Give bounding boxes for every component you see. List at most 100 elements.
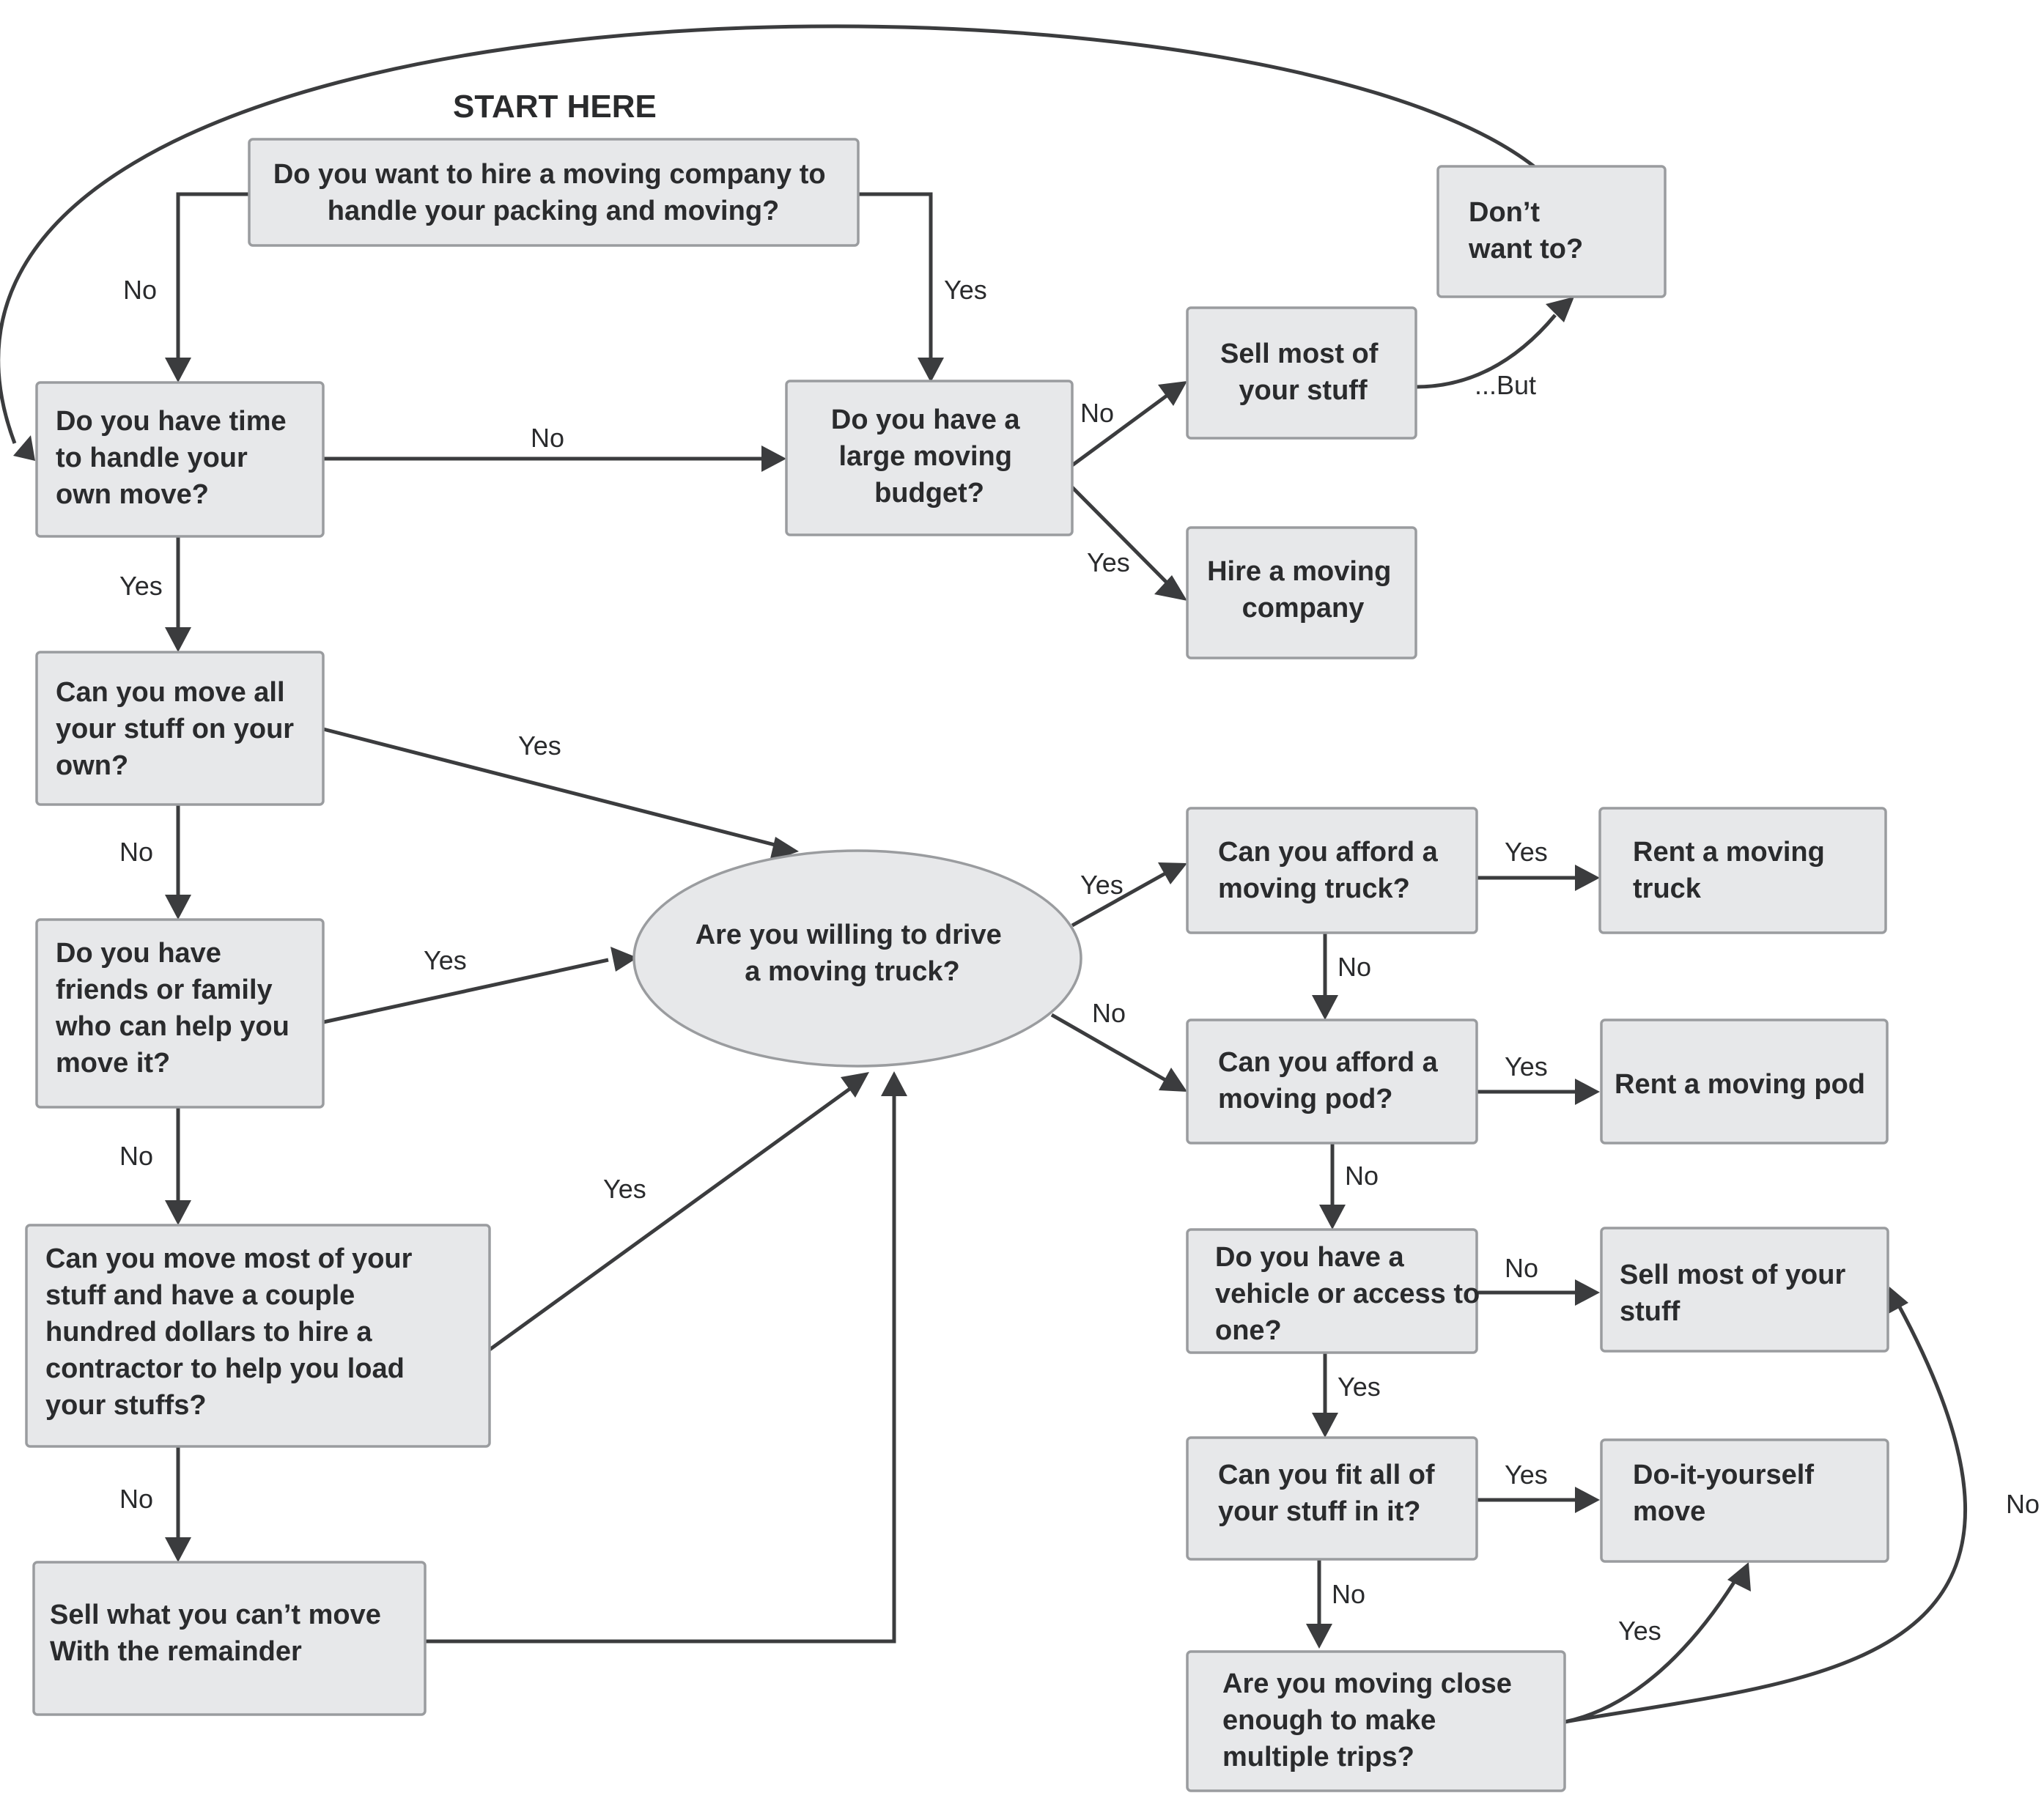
- arrowhead-budget-top: [918, 358, 944, 382]
- node-dont-want-text: Don’t want to?: [1468, 197, 1583, 265]
- label-pod-yes: Yes: [1505, 1051, 1548, 1082]
- label-sell-but: ...But: [1475, 370, 1536, 400]
- node-budget-question-text: Do you have a large moving budget?: [831, 404, 1027, 509]
- node-fit-question: [1186, 1436, 1478, 1561]
- arrowhead-sell2-right: [1886, 1287, 1908, 1315]
- node-fit-question-text: Can you fit all of your stuff in it?: [1218, 1460, 1442, 1527]
- node-move-all-question: [35, 651, 325, 806]
- node-diy-move-text: Do-it-yourself move: [1633, 1460, 1822, 1527]
- node-hire-company: [1186, 526, 1417, 659]
- label-budget-yes: Yes: [1087, 547, 1130, 577]
- label-hire-yes: Yes: [944, 275, 987, 305]
- arrowhead-diy-left: [1575, 1487, 1600, 1513]
- arrowhead-pod-top: [1312, 995, 1338, 1020]
- label-truck-no: No: [1338, 952, 1371, 982]
- node-move-most-question-text: Can you move most of your stuff and have…: [45, 1243, 420, 1421]
- arrowhead-hireco-left: [1154, 575, 1187, 601]
- node-hire-question: [248, 138, 860, 247]
- arrowhead-renttruck-left: [1575, 865, 1600, 891]
- arrowhead-rentpod-left: [1575, 1079, 1600, 1105]
- edge-budget-no: [1071, 393, 1168, 467]
- label-drive-yes: Yes: [1080, 870, 1124, 900]
- arrowhead-friends-top: [165, 895, 191, 920]
- edge-drive-yes: [1071, 871, 1167, 928]
- label-drive-no: No: [1092, 998, 1126, 1028]
- edge-most-yes: [488, 1084, 855, 1352]
- label-friends-no: No: [119, 1141, 153, 1171]
- label-fit-no: No: [1332, 1579, 1365, 1609]
- edge-close-no: [1564, 1303, 1968, 1724]
- node-hire-company-text: Hire a moving company: [1207, 556, 1399, 624]
- node-vehicle-question-text: Do you have a vehicle or access to one?: [1215, 1242, 1488, 1346]
- node-sell-most-top-text: Sell most of your stuff: [1220, 339, 1386, 406]
- label-moveall-yes: Yes: [518, 731, 561, 761]
- edge-budget-yes: [1071, 486, 1168, 584]
- start-here-label: START HERE: [453, 89, 657, 125]
- arrowhead-fit-top: [1312, 1413, 1338, 1438]
- arrowhead-close-top: [1306, 1624, 1332, 1649]
- node-time-question: [35, 381, 325, 538]
- node-friends-question-text: Do you have friends or family who can he…: [55, 938, 297, 1079]
- arrowheads: [13, 297, 1908, 1649]
- label-pod-no: No: [1345, 1161, 1379, 1191]
- node-rent-truck-text: Rent a moving truck: [1633, 837, 1832, 904]
- edge-labels: No Yes No Yes No Yes ...But Yes No Yes N…: [119, 275, 2040, 1646]
- edge-hire-no: [176, 192, 249, 359]
- label-close-yes: Yes: [1618, 1616, 1661, 1646]
- node-rent-pod-text: Rent a moving pod: [1615, 1069, 1865, 1100]
- label-hire-no: No: [123, 275, 157, 305]
- label-budget-no: No: [1080, 398, 1114, 428]
- arrowhead-diy-bottom: [1727, 1562, 1751, 1591]
- arrowhead-drive-from-most: [841, 1072, 869, 1098]
- edge-dont-loop: [0, 24, 1535, 444]
- nodes: Do you want to hire a moving company to …: [25, 138, 1889, 1792]
- node-move-all-question-text: Can you move all your stuff on your own?: [56, 677, 302, 781]
- arrowhead-time-top: [165, 358, 191, 382]
- node-budget-question: [785, 380, 1074, 536]
- label-fit-yes: Yes: [1505, 1460, 1548, 1490]
- edge-remainder: [425, 1095, 896, 1644]
- node-rent-truck: [1598, 807, 1887, 934]
- edge-close-yes: [1564, 1574, 1741, 1724]
- label-close-no: No: [2006, 1489, 2040, 1519]
- node-vehicle-question: [1186, 1228, 1478, 1354]
- label-most-yes: Yes: [603, 1174, 646, 1204]
- node-rent-pod: [1600, 1019, 1889, 1145]
- node-close-question-text: Are you moving close enough to make mult…: [1222, 1668, 1519, 1772]
- node-sell-most-bottom-text: Sell most of your stuff: [1620, 1260, 1853, 1327]
- node-drive-question: [632, 849, 1082, 1068]
- arrowhead-truck-left: [1158, 862, 1187, 884]
- node-sell-remainder: [32, 1561, 427, 1716]
- node-pod-question-text: Can you afford a moving pod?: [1218, 1047, 1445, 1114]
- node-hire-question-text: Do you want to hire a moving company to …: [273, 159, 833, 226]
- label-time-no: No: [531, 423, 564, 453]
- node-friends-question: [35, 918, 325, 1109]
- arrowhead-dont-bottom: [1546, 297, 1574, 322]
- label-truck-yes: Yes: [1505, 837, 1548, 867]
- edge-sell-but: [1415, 314, 1557, 389]
- arrowhead-remainder-top: [165, 1537, 191, 1562]
- arrowhead-drive-from-remainder: [881, 1071, 907, 1096]
- edge-hire-yes: [857, 192, 933, 359]
- node-truck-question: [1186, 807, 1478, 934]
- node-drive-question-text: Are you willing to drive a moving truck?: [696, 920, 1010, 987]
- label-most-no: No: [119, 1484, 153, 1514]
- label-vehicle-no: No: [1505, 1253, 1538, 1283]
- arrowhead-sell1-left: [1158, 381, 1187, 406]
- node-sell-most-top: [1186, 306, 1417, 440]
- arrowhead-moveall-top: [165, 627, 191, 652]
- arrowhead-vehicle-top: [1319, 1205, 1346, 1230]
- edge-drive-no: [1050, 1013, 1168, 1083]
- node-move-most-question: [25, 1224, 491, 1448]
- node-close-question: [1186, 1650, 1566, 1792]
- node-sell-remainder-text: Sell what you can’t move With the remain…: [50, 1600, 388, 1667]
- node-dont-want: [1436, 165, 1667, 298]
- label-friends-yes: Yes: [424, 945, 467, 975]
- node-diy-move: [1600, 1438, 1889, 1563]
- arrowhead-pod-left: [1159, 1068, 1187, 1092]
- node-sell-most-bottom: [1600, 1227, 1889, 1353]
- arrowhead-sell2-left: [1575, 1279, 1600, 1306]
- node-time-question-text: Do you have time to handle your own move…: [56, 406, 294, 510]
- edge-moveall-yes: [322, 727, 781, 849]
